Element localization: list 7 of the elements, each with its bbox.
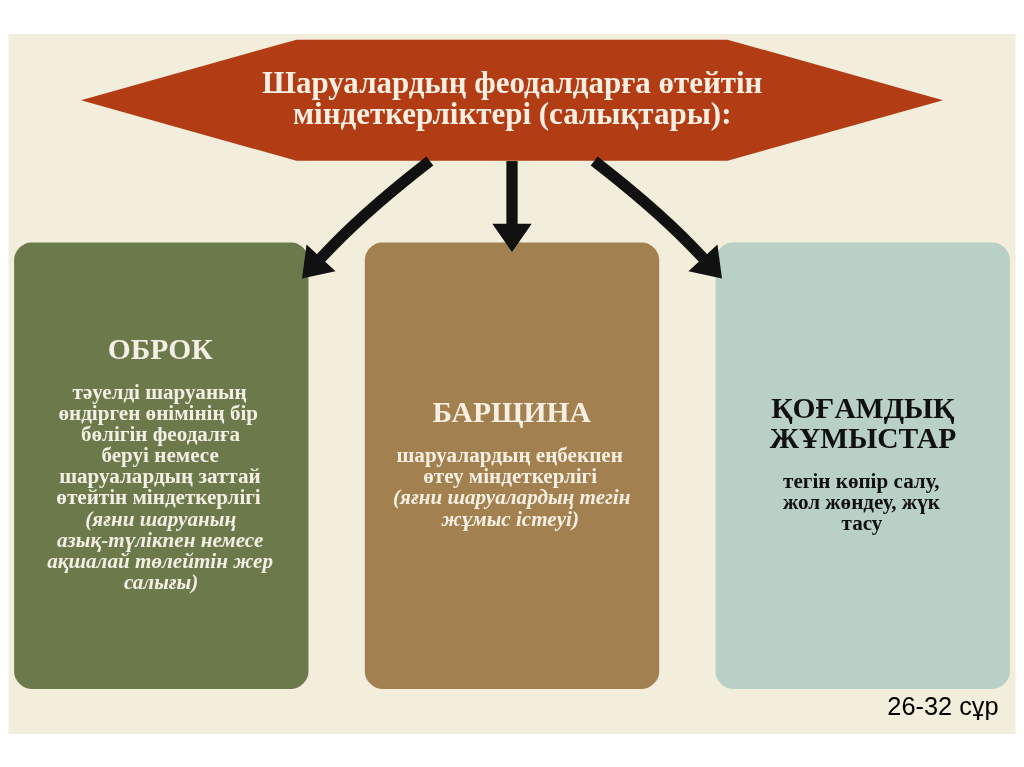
node-box: БАРЩИНА шаруалардың еңбекпен өтеу міндеткерлігі (яғни шаруалардың тегін жұмыс істеуі) <box>364 241 660 689</box>
node-box: ОБРОК тәуелді шаруаның өндірген өнімінің бір бөлігін феодалға беруі немесе шаруалардың заттай өтейтін міндеткерлігі (яғни шаруаның азық-түлікпен немесе ақшалай төлейтін жер салығы) <box>14 241 309 689</box>
caption: 26-32 сұр <box>887 691 999 720</box>
arrow <box>302 156 434 279</box>
arrow <box>590 156 722 279</box>
node-box: ҚОҒАМДЫҚ ЖҰМЫСТАР тегін көпір салу, жол жөндеу, жүк тасу <box>715 241 1010 689</box>
arrow <box>492 160 532 252</box>
